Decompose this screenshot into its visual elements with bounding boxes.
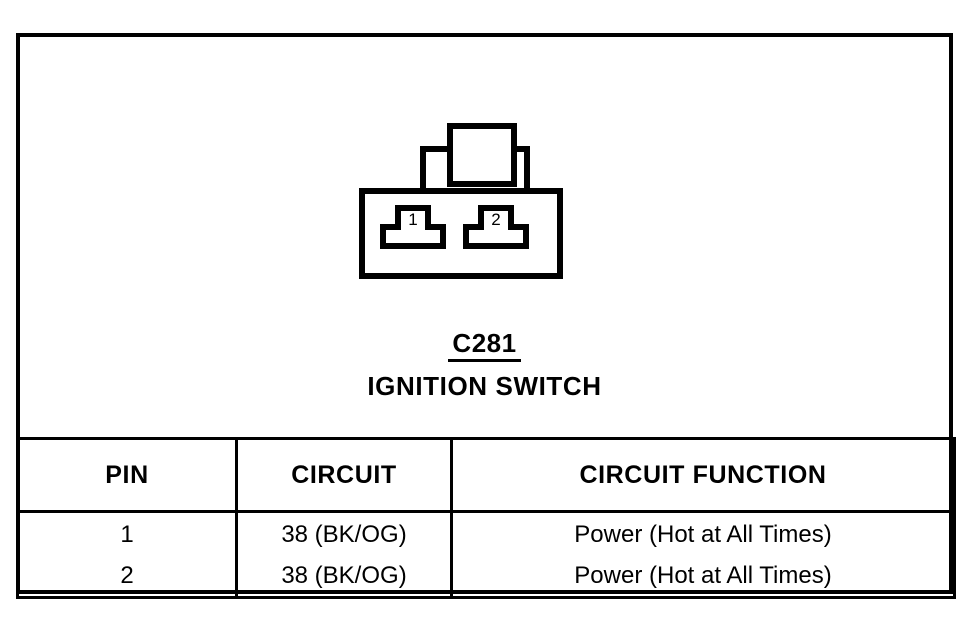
connector-id: C281 [448, 329, 521, 363]
column-header-pin: PIN [16, 437, 238, 513]
cell-pin: 1 [16, 510, 238, 556]
table-row: 1 38 (BK/OG) Power (Hot at All Times) [16, 510, 956, 556]
table-row: 2 38 (BK/OG) Power (Hot at All Times) [16, 556, 956, 599]
diagram-frame: 1 2 C281 IGNITION SWITCH PIN CIRCUIT CIR… [16, 33, 956, 599]
column-header-circuit: CIRCUIT [235, 437, 453, 513]
cell-circuit-function: Power (Hot at All Times) [450, 510, 956, 556]
cell-pin: 2 [16, 556, 238, 599]
connector-caption: C281 IGNITION SWITCH [20, 329, 949, 402]
pin-cavity-2-label: 2 [491, 210, 500, 229]
pinout-table: PIN CIRCUIT CIRCUIT FUNCTION 1 38 (BK/OG… [16, 437, 956, 599]
connector-illustration: 1 2 [20, 37, 949, 305]
connector-name: IGNITION SWITCH [367, 371, 602, 402]
pin-cavity-1-label: 1 [408, 210, 417, 229]
connector-tab-top [447, 123, 517, 187]
pinout-table-body: 1 38 (BK/OG) Power (Hot at All Times) 2 … [16, 510, 956, 599]
pin-cavity-1 [380, 205, 446, 249]
table-header-row: PIN CIRCUIT CIRCUIT FUNCTION [16, 437, 956, 513]
pin-cavity-2 [463, 205, 529, 249]
column-header-circuit-function: CIRCUIT FUNCTION [450, 437, 956, 513]
connector-diagram-svg: 1 2 [359, 123, 563, 279]
connector-id-wrapper: C281 [20, 329, 949, 363]
pinout-table-header: PIN CIRCUIT CIRCUIT FUNCTION [16, 437, 956, 513]
cell-circuit: 38 (BK/OG) [235, 510, 453, 556]
cell-circuit-function: Power (Hot at All Times) [450, 556, 956, 599]
cell-circuit: 38 (BK/OG) [235, 556, 453, 599]
